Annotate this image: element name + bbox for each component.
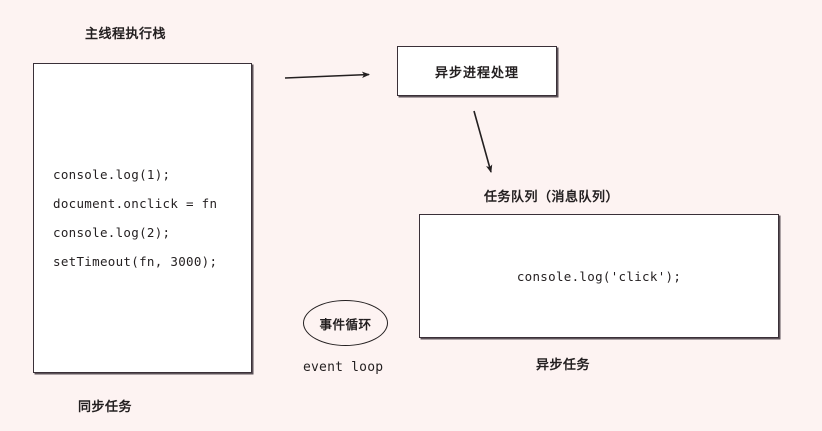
async-task-caption: 异步任务: [536, 358, 591, 373]
main-stack-title: 主线程执行栈: [85, 27, 167, 42]
task-queue-box: [419, 214, 779, 338]
event-loop-ellipse: 事件循环: [303, 300, 388, 346]
event-loop-label-cn: 事件循环: [319, 316, 372, 332]
code-line: console.log(2);: [53, 225, 171, 240]
task-queue-label: 任务队列（消息队列）: [484, 190, 620, 205]
event-loop-label-en: event loop: [303, 360, 384, 375]
main-stack-code-block: console.log(1); document.onclick = fn co…: [53, 160, 253, 276]
code-line: setTimeout(fn, 3000);: [53, 254, 218, 269]
main-stack-box: [33, 63, 252, 373]
sync-task-caption: 同步任务: [78, 400, 133, 415]
async-process-box: [397, 46, 557, 96]
code-line: document.onclick = fn: [53, 196, 218, 211]
task-queue-code: console.log('click');: [516, 268, 682, 284]
code-line: console.log(1);: [53, 167, 171, 182]
async-process-label: 异步进程处理: [434, 65, 519, 81]
